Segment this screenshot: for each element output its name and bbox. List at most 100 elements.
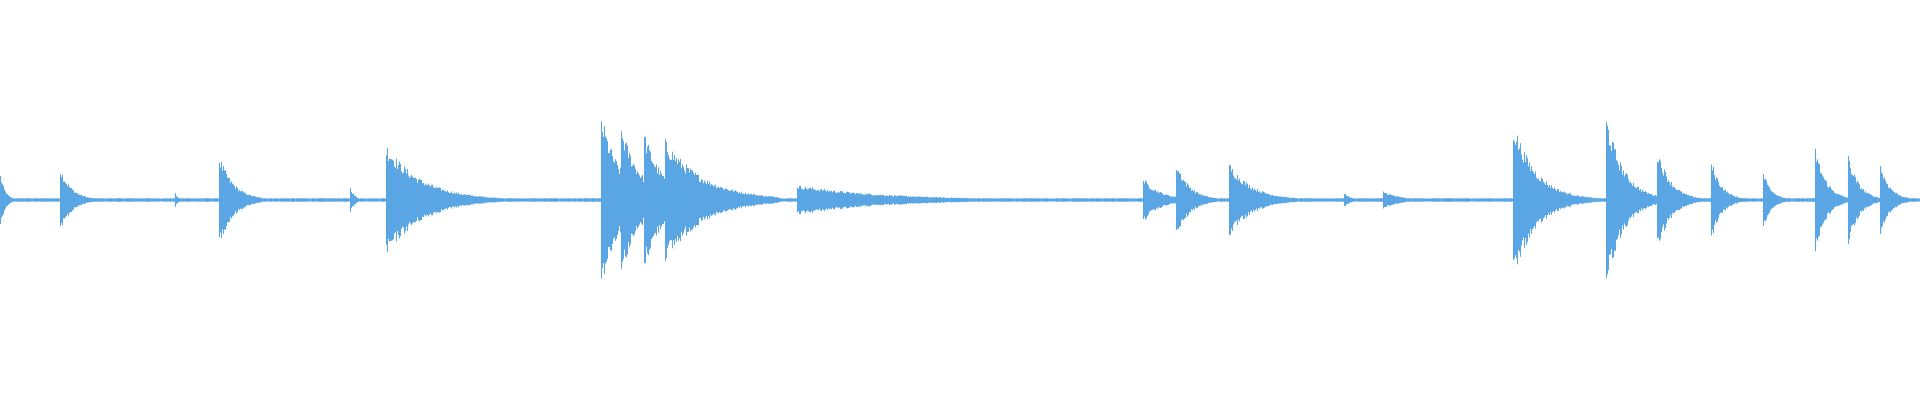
waveform-bar [758,196,759,204]
waveform-bar [686,164,687,236]
waveform-bar [1810,198,1811,202]
waveform-bar [726,188,727,212]
waveform-bar [922,196,923,204]
waveform-bar [279,198,280,202]
waveform-bar [738,193,739,207]
waveform-bar [1093,198,1094,202]
waveform-bar [1465,198,1466,202]
waveform-bar [714,185,715,215]
waveform-bar [869,193,870,207]
waveform-bar [1821,173,1822,227]
waveform-bar [487,197,488,203]
waveform-bar [1299,198,1300,202]
waveform-bar [800,185,801,215]
waveform-bar [503,198,504,202]
waveform-bar [890,195,891,205]
waveform-bar [1071,198,1072,202]
waveform-bar [814,189,815,211]
waveform-bar [233,184,234,216]
waveform-bar [548,198,549,202]
waveform-bar [37,198,38,202]
waveform-bar [1341,198,1342,202]
waveform-bar [1159,192,1160,208]
waveform-bar [755,195,756,205]
waveform-bar [564,198,565,202]
waveform-bar [633,163,634,237]
waveform-bar [1647,193,1648,207]
waveform-bar [1362,198,1363,202]
waveform-bar [33,198,34,202]
waveform-bar [1718,181,1719,219]
waveform-bar [164,198,165,202]
waveform-bar [946,197,947,203]
waveform-bar [1143,180,1144,220]
waveform-bar [1758,198,1759,202]
waveform-bar [806,188,807,212]
waveform-bar [1902,196,1903,204]
waveform-bar [318,198,319,202]
waveform-bar [1164,194,1165,206]
waveform-bar [1418,198,1419,202]
waveform-bar [1114,198,1115,202]
waveform-bar [1404,197,1405,203]
waveform-bar [1065,198,1066,202]
waveform-bar [1746,198,1747,202]
waveform-bar [1421,198,1422,202]
waveform-bar [556,198,557,202]
waveform-bar [1048,198,1049,202]
waveform-bar [1812,198,1813,202]
waveform-bar [1907,197,1908,203]
waveform-bar [1059,198,1060,202]
waveform-bar [1898,195,1899,205]
waveform-bar [1338,198,1339,202]
waveform-bar [1347,196,1348,204]
waveform-bar [1412,198,1413,202]
waveform-bar [216,198,217,202]
waveform-bar [72,189,73,211]
waveform-bar [720,187,721,213]
waveform-bar [364,198,365,202]
waveform-bar [1600,198,1601,202]
waveform-bar [234,185,235,215]
waveform-bar [1711,164,1712,236]
waveform-bar [1541,177,1542,223]
waveform-bar [527,198,528,202]
waveform-bar [29,198,30,202]
waveform-bar [406,173,407,227]
waveform-bar [1146,181,1147,219]
waveform-bar [1811,198,1812,202]
waveform-bar [1569,193,1570,207]
waveform-bar [992,198,993,202]
waveform-bar [306,198,307,202]
waveform-bar [1819,164,1820,236]
waveform-bar [1405,198,1406,202]
waveform-bar [601,121,602,279]
waveform-bar [934,197,935,203]
waveform-bar [512,198,513,202]
waveform-bar [780,198,781,202]
waveform-bar [872,195,873,205]
waveform-bar [440,187,441,213]
waveform-bar [219,162,220,238]
waveform-bar [858,193,859,207]
waveform-bar [1151,189,1152,211]
waveform-bar [722,187,723,213]
waveform-bar [1806,198,1807,202]
waveform-bar [1209,197,1210,203]
waveform-bar [1007,198,1008,202]
waveform-bar [1627,174,1628,226]
waveform-bar [1870,194,1871,206]
waveform-bar [1874,196,1875,204]
waveform-bar [1235,178,1236,222]
waveform-bar [908,196,909,204]
waveform-bar [69,187,70,213]
waveform-bar [16,198,17,202]
waveform-bar [1125,198,1126,202]
waveform-bar [365,198,366,202]
waveform-bar [402,173,403,227]
waveform-bar [1518,150,1519,250]
waveform-bar [343,198,344,202]
waveform-bar [1240,182,1241,218]
waveform-bar [1357,198,1358,202]
